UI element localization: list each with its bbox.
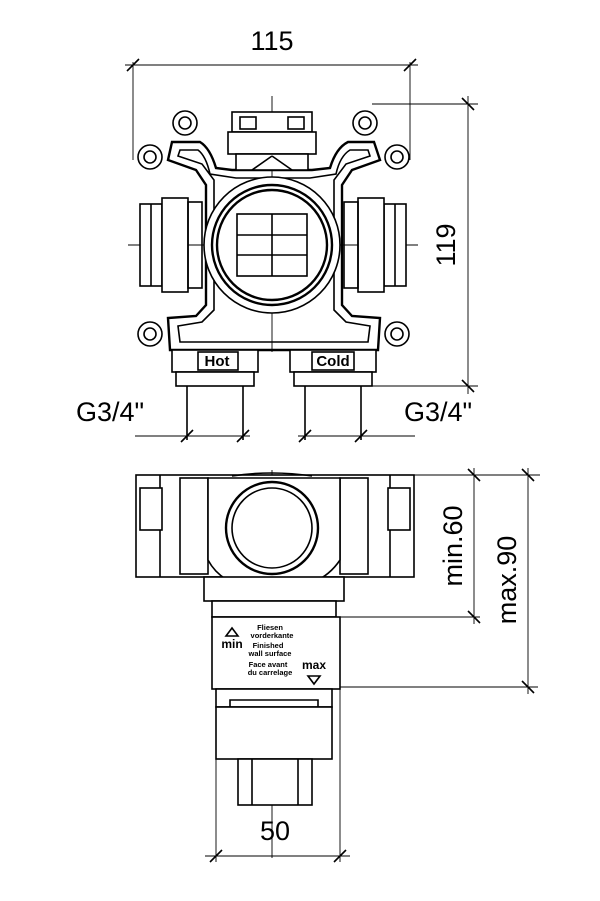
top-cap	[227, 111, 317, 171]
width-dimension: 115	[125, 26, 418, 160]
max-depth-dimension: max.90	[340, 468, 538, 694]
min-depth-label: min.60	[438, 505, 468, 586]
thread-dimension-right: G3/4"	[298, 397, 472, 443]
cold-outlet: Cold	[289, 349, 377, 440]
top-view: 115 119	[76, 26, 478, 443]
mounting-lug-top-right	[352, 110, 410, 170]
mounting-lug-bottom-right	[384, 321, 410, 347]
label-face-1: Face avant	[249, 660, 288, 669]
min-marker: min	[221, 637, 242, 651]
left-port	[139, 197, 203, 293]
right-thread-label: G3/4"	[404, 397, 472, 427]
bottom-width-label: 50	[260, 816, 290, 846]
hot-outlet: Hot	[171, 349, 259, 440]
width-dimension-label: 115	[250, 26, 293, 56]
max-depth-label: max.90	[492, 536, 522, 625]
cold-label: Cold	[316, 353, 349, 370]
max-marker: max	[302, 658, 326, 672]
side-view: min Fliesen vorderkante Finished wall su…	[135, 468, 540, 863]
thread-dimension-left: G3/4"	[76, 397, 250, 443]
label-finished-1: Finished	[253, 641, 284, 650]
label-rohbau-1: Fliesen	[257, 623, 283, 632]
left-thread-label: G3/4"	[76, 397, 144, 427]
mounting-lug-bottom-left	[137, 321, 163, 347]
hot-label: Hot	[205, 353, 230, 370]
bottom-width-dimension: 50	[205, 689, 350, 863]
label-finished-2: wall surface	[248, 649, 292, 658]
height-dimension: 119	[372, 96, 478, 394]
right-port	[343, 197, 407, 293]
label-face-2: du carrelage	[248, 668, 293, 677]
label-rohbau-2: vorderkante	[251, 631, 294, 640]
valve-body-circle	[203, 176, 341, 314]
min-depth-dimension: min.60	[340, 468, 540, 624]
finished-wall-labels: min Fliesen vorderkante Finished wall su…	[221, 623, 326, 686]
mounting-lug-top-left	[137, 110, 198, 170]
height-dimension-label: 119	[431, 223, 461, 266]
